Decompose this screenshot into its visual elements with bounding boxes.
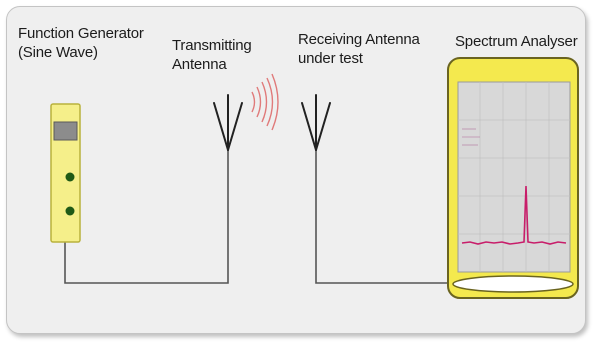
label-receiving-antenna: Receiving Antenna under test [298,31,420,67]
generator-display [53,121,78,141]
wire-rx-to-analyser [315,150,458,284]
rx-antenna-right-arm [315,102,331,151]
analyser-screen [457,81,571,273]
wire-generator-to-tx [64,150,229,284]
rx-antenna-left-arm [301,102,317,151]
spectrum-trace [461,185,567,245]
label-function-generator: Function Generator (Sine Wave) [18,25,144,61]
function-generator-icon [50,103,81,243]
wave-2 [256,86,262,118]
generator-knob-top [65,172,75,182]
analyser-readout-marks [462,128,480,146]
tx-antenna-right-arm [227,102,243,151]
wave-3 [261,81,268,123]
analyser-base [452,275,574,293]
label-spectrum-analyser: Spectrum Analyser [455,33,578,50]
label-transmitting-antenna: Transmitting Antenna [172,37,252,73]
signal-wires [64,150,458,284]
radio-waves-icon [251,73,279,131]
rx-antenna-icon [301,94,331,151]
tx-antenna-left-arm [213,102,229,151]
wave-5 [271,73,279,131]
generator-knob-bottom [65,206,75,216]
analyser-grid [458,82,570,272]
wave-1 [251,91,256,113]
spectrum-analyser-icon [447,57,579,299]
wave-4 [266,77,274,127]
tx-antenna-icon [213,94,243,151]
